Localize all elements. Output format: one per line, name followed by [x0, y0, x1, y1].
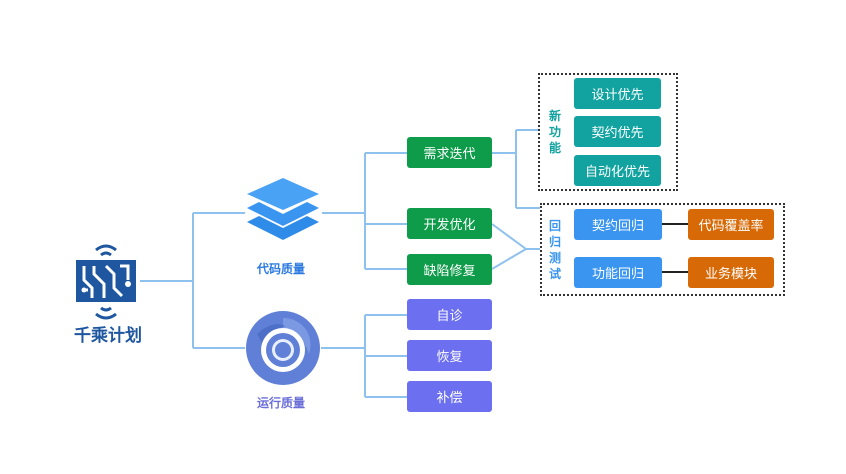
dev-optimization-box: 开发优化: [407, 208, 492, 239]
contract-first-box: 契约优先: [574, 116, 661, 147]
new-feature-label: 新 功 能: [548, 109, 561, 155]
business-module-box: 业务模块: [688, 257, 774, 288]
demand-iteration-box: 需求迭代: [407, 137, 492, 168]
function-regression-box: 功能回归: [574, 257, 662, 288]
recovery-box: 恢复: [407, 340, 492, 371]
automation-first-box: 自动化优先: [574, 155, 661, 186]
regression-label: 回 归 测 试: [548, 219, 561, 281]
layers-icon: [247, 178, 319, 240]
runtime-quality-label: 运行质量: [256, 396, 305, 410]
design-first-box: 设计优先: [574, 78, 661, 109]
code-quality-label: 代码质量: [256, 262, 305, 276]
code-coverage-box: 代码覆盖率: [688, 209, 774, 240]
root-title: 千乘计划: [74, 326, 142, 346]
circuit-chip-icon: [76, 244, 136, 320]
defect-fix-box: 缺陷修复: [407, 254, 492, 285]
contract-regression-box: 契约回归: [574, 209, 662, 240]
regression-group: [540, 203, 785, 296]
new-feature-group: [538, 73, 678, 191]
self-diagnosis-box: 自诊: [407, 299, 492, 330]
swirl-icon: [246, 311, 320, 385]
compensation-box: 补偿: [407, 381, 492, 412]
